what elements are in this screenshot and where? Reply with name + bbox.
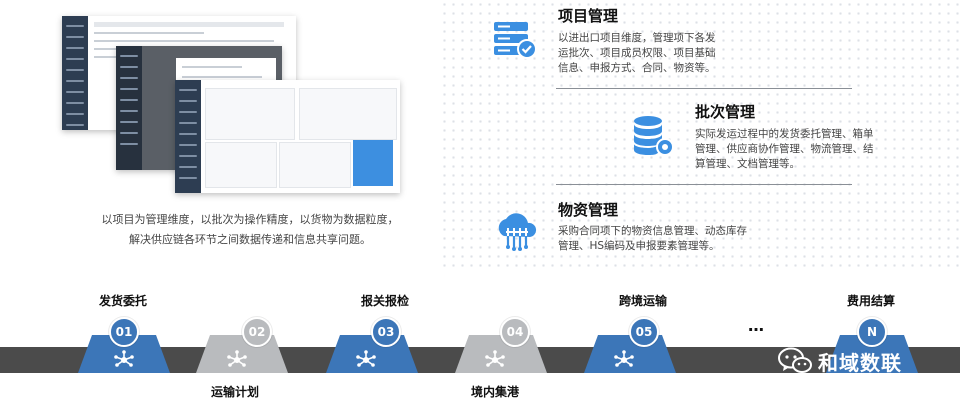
feature-title-batch: 批次管理 <box>695 103 756 121</box>
step-03-badge: 03 <box>371 317 401 347</box>
step-label-transport-plan: 运输计划 <box>210 385 259 399</box>
divider <box>556 184 852 185</box>
database-gear-icon <box>634 116 674 156</box>
network-hub-icon <box>356 350 376 367</box>
cloud-network-icon <box>498 213 537 251</box>
step-n-badge: N <box>857 317 887 347</box>
brand-name: 和域数联 <box>818 350 902 375</box>
feature-title-project: 项目管理 <box>558 7 619 25</box>
feature-title-material: 物资管理 <box>558 201 619 219</box>
step-label-domestic-port: 境内集港 <box>470 385 519 399</box>
step-label-fee-settlement: 费用结算 <box>846 294 895 308</box>
network-hub-icon <box>614 350 634 367</box>
feature-desc-batch: 实际发运过程中的发货委托管理、箱单 管理、供应商协作管理、物流管理、结 算管理、… <box>695 128 874 170</box>
network-hub-icon <box>114 350 134 367</box>
wechat-icon <box>778 347 812 373</box>
step-label-customs-declaration: 报关报检 <box>360 294 409 308</box>
divider <box>556 88 852 89</box>
step-label-cross-border-transport: 跨境运输 <box>618 294 667 308</box>
step-label-shipment-entrust: 发货委托 <box>98 294 147 308</box>
feature-desc-project: 以进出口项目维度，管理项下各发 运批次、项目成员权限、项目基础 信息、申报方式、… <box>558 32 716 74</box>
server-check-icon <box>494 22 537 59</box>
step-04-badge: 04 <box>500 317 530 347</box>
network-hub-icon <box>227 350 247 367</box>
step-05-marker <box>584 335 676 373</box>
network-hub-icon <box>485 350 505 367</box>
step-01-badge: 01 <box>109 317 139 347</box>
step-02-badge: 02 <box>242 317 272 347</box>
step-04-marker <box>455 335 547 373</box>
step-05-badge: 05 <box>629 317 659 347</box>
step-n-marker <box>826 335 918 373</box>
feature-desc-material: 采购合同项下的物资信息管理、动态库存 管理、HS编码及申报要素管理等。 <box>558 225 747 252</box>
more-steps-ellipsis: … <box>748 316 764 335</box>
screenshot-dashboard <box>175 80 400 193</box>
collage-caption: 以项目为管理维度，以批次为操作精度，以货物为数据粒度， 解决供应链各环节之间数据… <box>101 213 399 246</box>
brand-watermark: 和域数联 <box>778 346 902 376</box>
step-03-marker <box>326 335 418 373</box>
